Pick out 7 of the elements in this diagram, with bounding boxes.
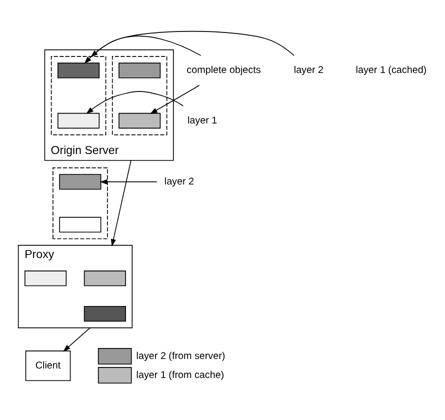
node-text: layer 2 [164, 176, 194, 187]
node-text: layer 1 [187, 114, 218, 126]
node-text: complete objects [186, 64, 261, 76]
node-text: layer 1 (cached) [356, 64, 427, 76]
legend-label: layer 2 (from server) [136, 350, 226, 362]
node-text: layer 2 [294, 64, 324, 76]
legend-label: layer 1 (from cache) [136, 369, 224, 380]
